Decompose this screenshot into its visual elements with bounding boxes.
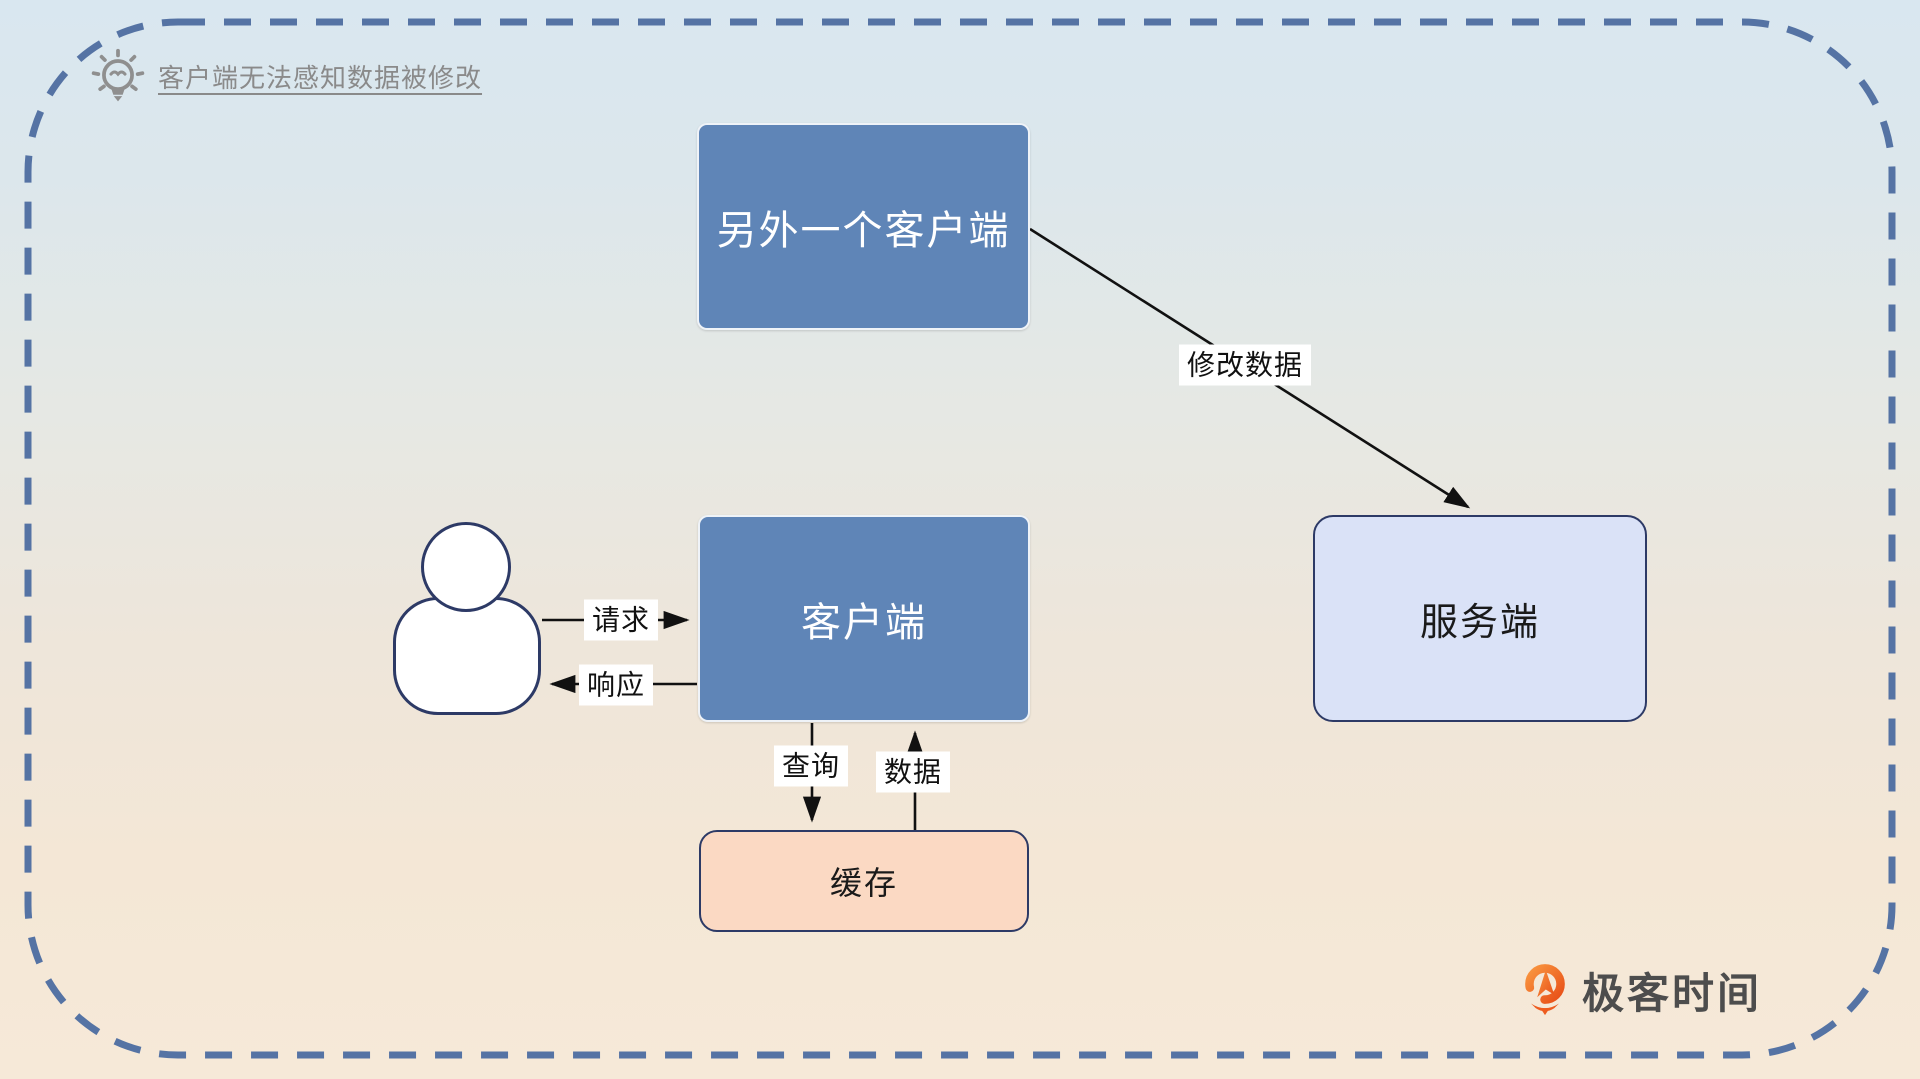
brand-logo: 极客时间 (1520, 960, 1762, 1021)
edge-label-modify: 修改数据 (1178, 344, 1312, 386)
node-cache: 缓存 (699, 830, 1029, 932)
node-server: 服务端 (1313, 515, 1647, 722)
node-another-client-label: 另外一个客户端 (716, 208, 1011, 253)
geektime-logo-icon (1525, 963, 1565, 1015)
node-another-client: 另外一个客户端 (697, 123, 1030, 330)
edge-label-response: 响应 (578, 664, 654, 706)
node-client-label: 客户端 (801, 600, 927, 645)
note: 客户端无法感知数据被修改 (88, 46, 482, 106)
edge-label-data: 数据 (875, 751, 951, 793)
node-client: 客户端 (698, 515, 1030, 722)
user-figure-body (393, 597, 541, 715)
user-figure-head (421, 522, 511, 612)
edge-label-request: 请求 (583, 599, 659, 641)
node-server-label: 服务端 (1419, 602, 1540, 644)
lightbulb-icon (91, 48, 145, 102)
edge-label-query: 查询 (773, 745, 849, 787)
note-text: 客户端无法感知数据被修改 (158, 62, 483, 93)
brand-logo-text: 极客时间 (1582, 970, 1763, 1017)
node-cache-label: 缓存 (829, 865, 898, 901)
